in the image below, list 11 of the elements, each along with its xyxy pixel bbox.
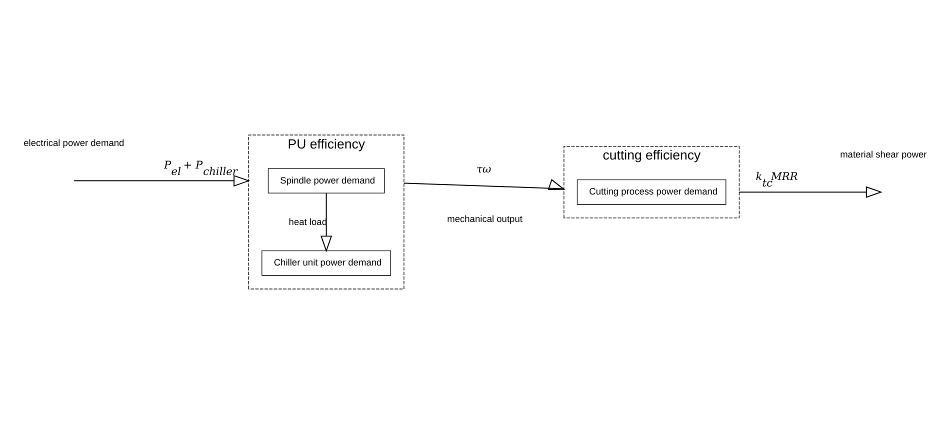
node-box: Cutting process power demand bbox=[576, 178, 726, 204]
label: mechanical output bbox=[446, 213, 522, 224]
arrow bbox=[73, 174, 250, 186]
label: electrical power demand bbox=[23, 138, 124, 148]
label: material shear power bbox=[840, 148, 926, 159]
arrow bbox=[320, 192, 332, 252]
node-box: Spindle power demand bbox=[267, 168, 384, 193]
arrow bbox=[738, 186, 882, 198]
node-box: Chiller unit power demand bbox=[261, 250, 391, 276]
edge-label: τω bbox=[476, 162, 491, 176]
arrow bbox=[402, 178, 565, 190]
